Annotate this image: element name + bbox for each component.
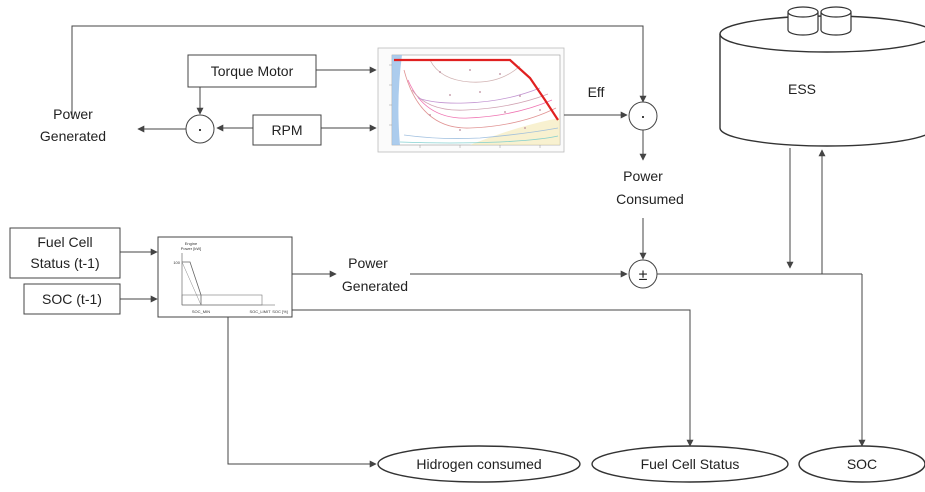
efficiency-map-image bbox=[377, 47, 565, 153]
fuel-cell-status-output-label: Fuel Cell Status bbox=[641, 456, 740, 472]
multiply-left-symbol: · bbox=[197, 119, 203, 139]
plus-minus-symbol: ± bbox=[639, 267, 648, 284]
soc-output-label: SOC bbox=[847, 456, 877, 472]
mini-plot-xlabel: SOC [%] bbox=[272, 309, 288, 314]
mini-plot-xtick-left: SOC_MIN bbox=[192, 309, 210, 314]
fuel-cell-status-output bbox=[591, 445, 789, 483]
rpm-label: RPM bbox=[271, 122, 302, 138]
hydrogen-output bbox=[377, 445, 581, 483]
mini-plot-xtick-right: SOC_LIMIT bbox=[249, 309, 271, 314]
power-consumed-line1: Power bbox=[623, 168, 663, 184]
ess-label: ESS bbox=[788, 81, 816, 97]
power-consumed-line2: Consumed bbox=[616, 191, 684, 207]
top-loop-line bbox=[71, 25, 647, 118]
controller-block bbox=[157, 236, 293, 318]
soc-in-label: SOC (t-1) bbox=[42, 291, 102, 307]
power-generated-mid-line1: Power bbox=[348, 255, 388, 271]
fuel-cell-status-in-line2: Status (t-1) bbox=[30, 255, 99, 271]
power-generated-mid-line2: Generated bbox=[342, 278, 408, 294]
torque-motor-block bbox=[187, 54, 317, 88]
ess-cylinder bbox=[719, 6, 925, 147]
power-generated-left-line1: Power bbox=[53, 106, 93, 122]
soc-in-block bbox=[23, 283, 121, 315]
soc-output bbox=[798, 445, 925, 483]
mini-plot-ytick: 100 bbox=[173, 260, 180, 265]
fuel-cell-status-in-line1: Fuel Cell bbox=[37, 234, 92, 250]
mini-plot-ylabel-2: Power [kW] bbox=[181, 246, 201, 251]
multiply-right-symbol: · bbox=[640, 106, 646, 126]
torque-motor-label: Torque Motor bbox=[211, 63, 294, 79]
mini-plot-ylabel-1: Engine bbox=[185, 241, 198, 246]
power-generated-left-line2: Generated bbox=[40, 128, 106, 144]
hydrogen-output-label: Hidrogen consumed bbox=[416, 456, 541, 472]
ctrl-to-hydrogen-line bbox=[227, 317, 377, 468]
controller-mini-plot: Engine Power [kW] 100 SOC_MIN SOC_LIMIT … bbox=[173, 241, 287, 314]
ctrl-to-fcs-out-line bbox=[292, 309, 694, 447]
rpm-block bbox=[252, 114, 322, 146]
eff-label: Eff bbox=[588, 84, 605, 100]
fuel-cell-status-in-block bbox=[9, 227, 121, 279]
